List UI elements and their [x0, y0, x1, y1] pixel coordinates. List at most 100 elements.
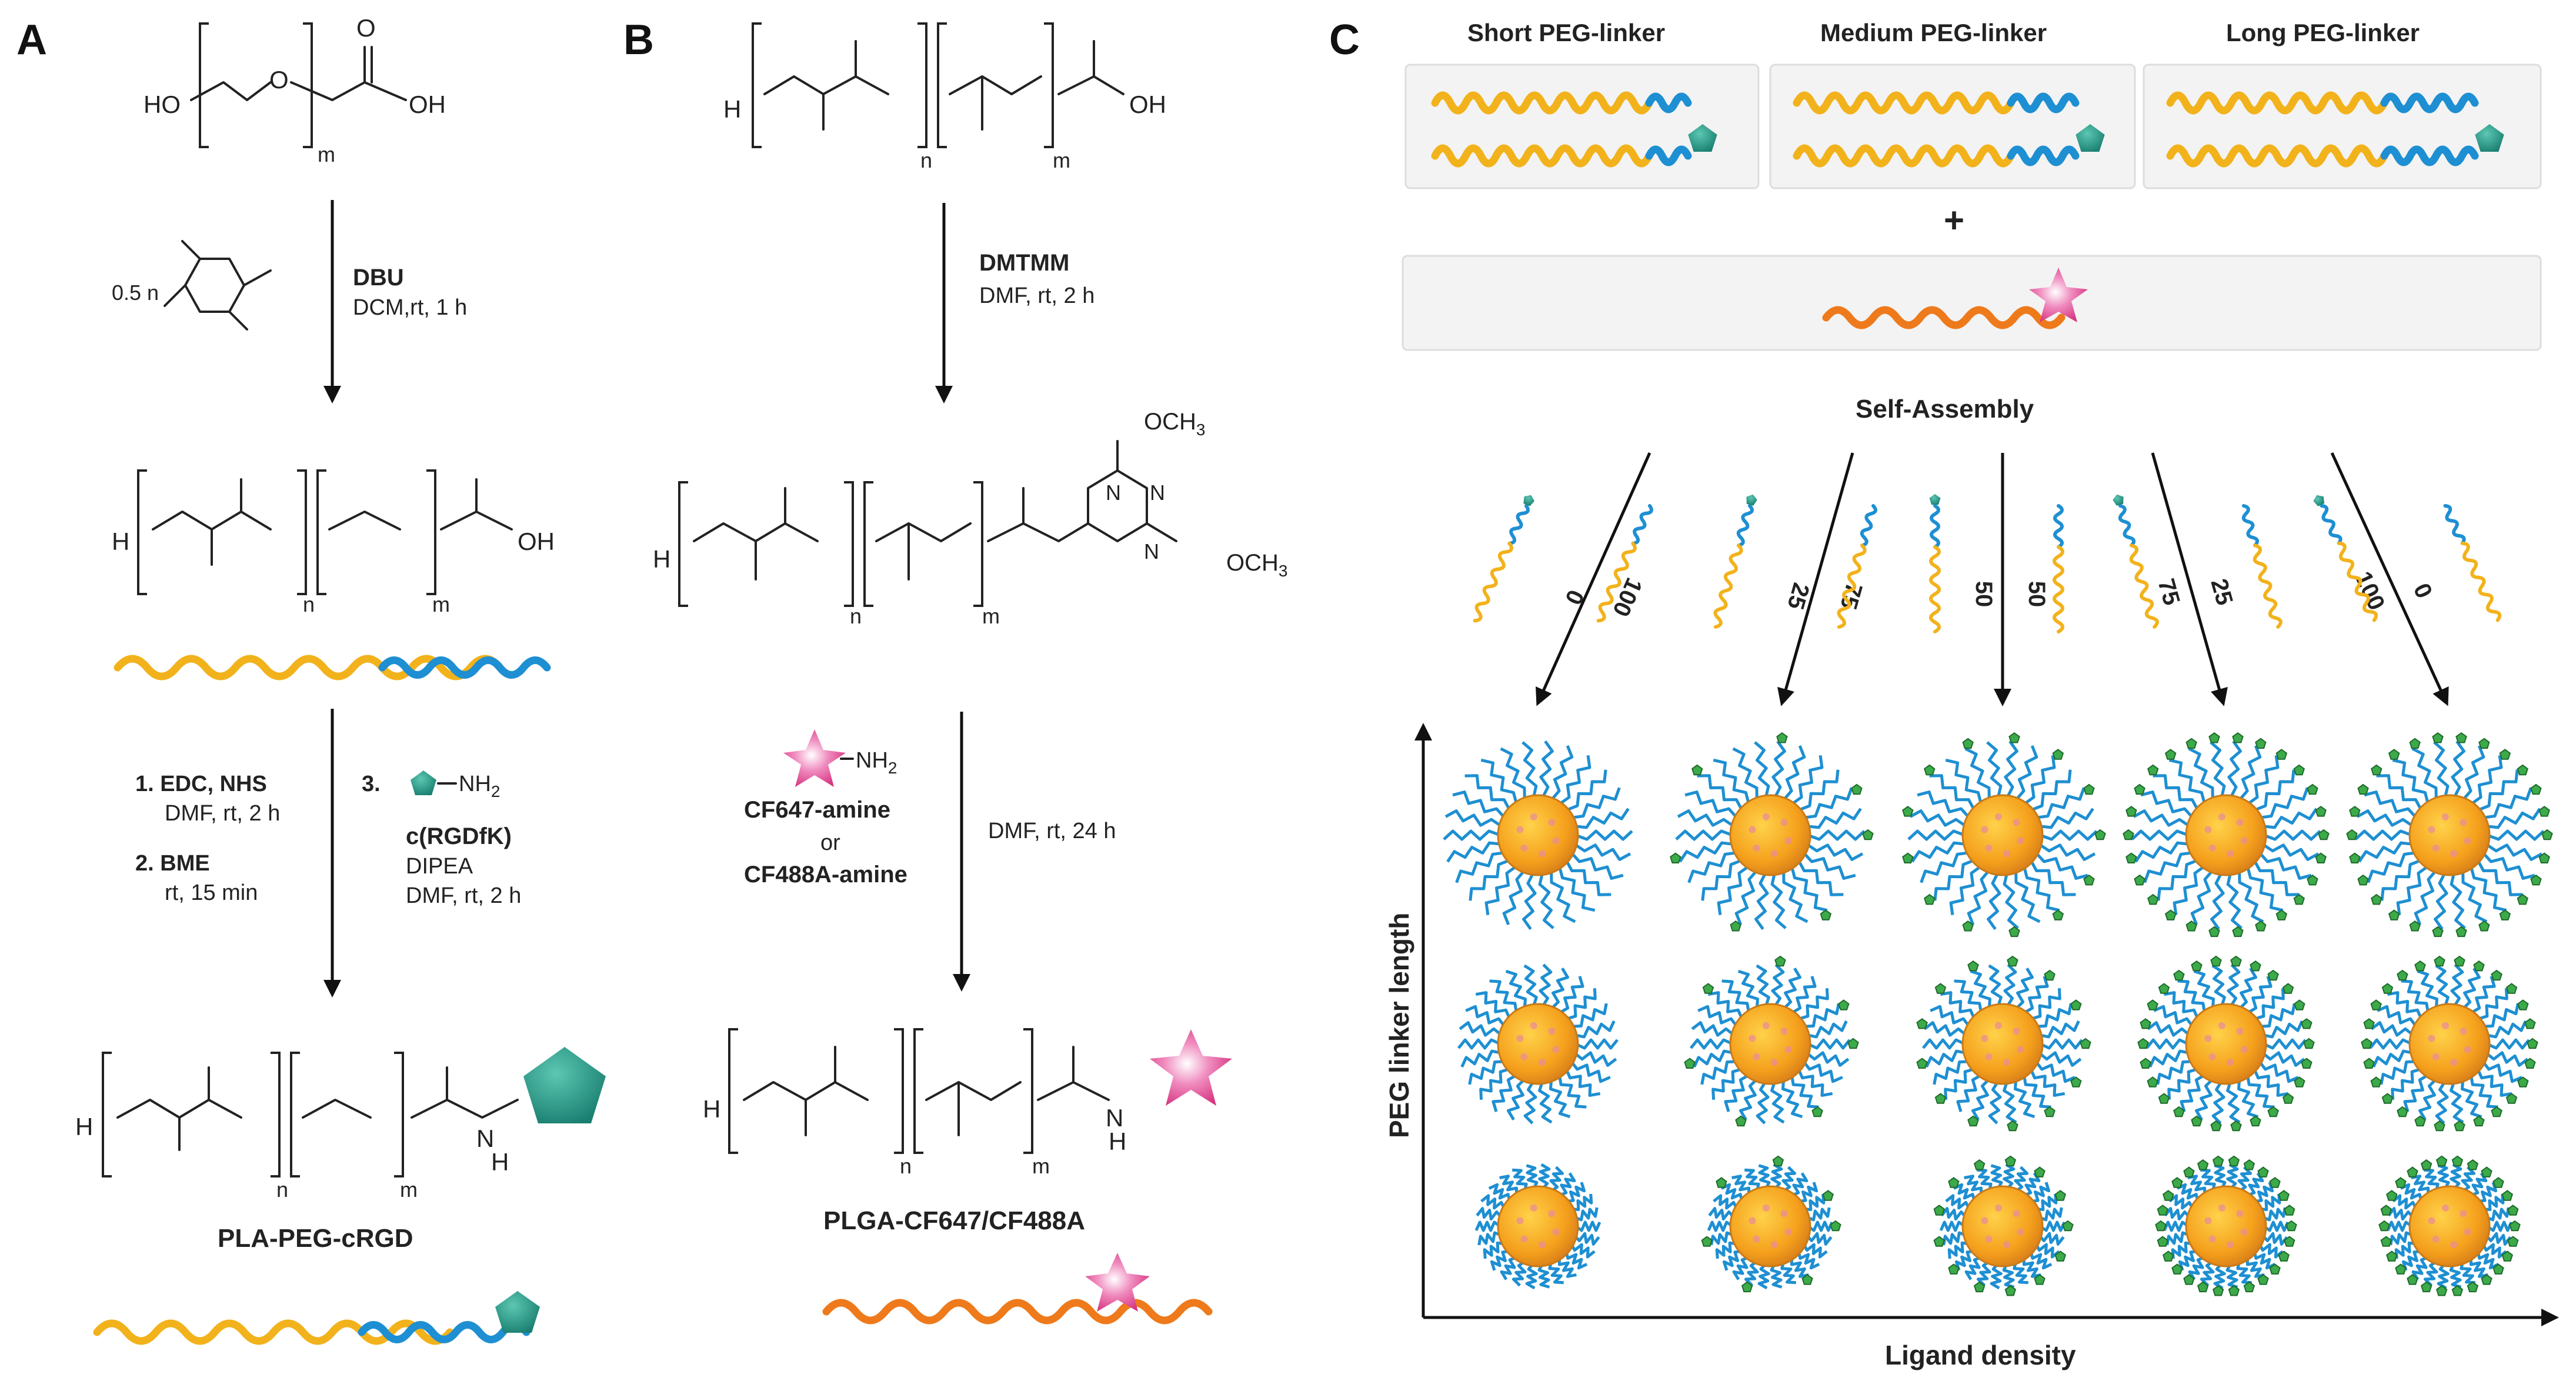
ligand-dot-icon: [2044, 969, 2056, 981]
long-pla-wave: [2166, 144, 2388, 168]
peg-strand: [1490, 1249, 1510, 1271]
peg-strand: [1538, 872, 1554, 929]
ligand-dot-icon: [1670, 852, 1681, 863]
panel-label-c: C: [1329, 16, 1360, 64]
medium-pla-wave: [1793, 144, 2015, 168]
peg-strand: [2247, 976, 2273, 1015]
step-3-amine-text: NH: [459, 772, 491, 796]
peg-strand: [1505, 969, 1527, 1009]
dye-dot: [2240, 1046, 2248, 1053]
dye-dot: [1539, 1059, 1546, 1066]
peg-strand: [1571, 1193, 1593, 1212]
ligand-dot-icon: [2008, 732, 2020, 743]
peg-strand: [1574, 808, 1630, 829]
ligand-dot-icon: [1973, 1281, 1986, 1293]
peg-strand: [1770, 1263, 1783, 1289]
ligand-dot-icon: [2173, 969, 2185, 981]
peg-strand: [1539, 963, 1553, 1008]
structure-pla-peg-crgd: H n m N H: [75, 1047, 606, 1202]
step-bme-conditions: rt, 15 min: [165, 880, 258, 905]
peg-strand: [2238, 745, 2262, 801]
peg-strand: [2156, 1060, 2193, 1085]
plga-wave-b: [822, 1299, 1213, 1325]
peg-strand: [1570, 852, 1624, 880]
peg-strand: [2023, 755, 2056, 806]
ligand-dot-icon: [1948, 1263, 1960, 1275]
peg-strand: [2259, 787, 2309, 819]
ligand-dot-icon: [2395, 1263, 2407, 1275]
peg-strand: [2210, 872, 2225, 930]
ligand-dot-icon: [2395, 1177, 2407, 1188]
long-peg-wave: [2380, 145, 2479, 166]
peg-strand: [2134, 841, 2190, 863]
peg-strand: [1964, 747, 1991, 800]
dye-dot: [2013, 1028, 2020, 1035]
peg-strand: [2013, 1261, 2028, 1285]
ligand-dot-icon: [1934, 1093, 1947, 1104]
peg-strand: [2389, 1231, 2414, 1246]
dye-dot: [2432, 1053, 2440, 1060]
peg-strand: [2253, 769, 2295, 812]
peg-strand: [1782, 870, 1808, 923]
peg-strand: [2226, 872, 2243, 929]
peg-strand: [1717, 865, 1750, 916]
peg-strand: [2450, 1163, 2462, 1190]
dye-dot: [2464, 837, 2471, 845]
peg-strand: [1539, 740, 1554, 799]
peg-strand: [2367, 851, 2417, 883]
ligand-dot-icon: [2284, 1205, 2295, 1216]
peg-strand: [1474, 1220, 1501, 1232]
peg-strand: [2450, 963, 2464, 1008]
ligand-dot-icon: [2315, 852, 2327, 863]
ligand-dot-icon: [2173, 1106, 2185, 1118]
peg-strand: [2481, 852, 2535, 880]
ligand-dot-icon: [2210, 1120, 2222, 1132]
nanoparticle-grid: [1443, 732, 2553, 1296]
x-axis-label: Ligand density: [1885, 1340, 2076, 1370]
triazine-n1: N: [1106, 481, 1121, 505]
peg-strand: [2143, 851, 2193, 883]
ligand-dot-icon: [2230, 955, 2242, 967]
peg-strand: [2188, 1256, 2205, 1280]
ligand-dot-icon: [2370, 999, 2382, 1010]
nanoparticle: [1474, 1163, 1601, 1290]
peg-strand: [1526, 1164, 1539, 1190]
peg-strand: [1791, 976, 1817, 1015]
ligand-dot-icon: [2538, 852, 2550, 863]
ligand-dot-icon: [2451, 1155, 2464, 1167]
ligand-dot-icon: [2125, 806, 2137, 817]
peg-strand: [2258, 852, 2312, 880]
peg-strand: [2039, 1038, 2083, 1050]
peg-strand: [2364, 790, 2418, 819]
ligand-dot-icon: [2388, 749, 2400, 760]
peg-strand: [1990, 1164, 2003, 1190]
dye-dot: [1539, 1241, 1546, 1249]
ligand-dot-icon: [2407, 1274, 2418, 1285]
ligand-dot-icon: [2185, 920, 2197, 932]
ligand-dot-icon: [2481, 1166, 2492, 1177]
peg-strand: [1489, 979, 1519, 1013]
mini-polymer: [1713, 494, 1757, 629]
mini-polymer: [1837, 504, 1877, 629]
ratio-label-left: 0: [1560, 586, 1589, 608]
peg-strand: [2259, 1193, 2281, 1212]
dye-dot: [1753, 1053, 1760, 1060]
peg-strand: [1455, 851, 1505, 883]
dye-dot: [1780, 1028, 1788, 1035]
dye-dot: [1552, 1228, 1560, 1236]
peg-strand: [1693, 1049, 1734, 1068]
peg-strand: [2485, 1020, 2527, 1039]
ligand-dot-icon: [2282, 1093, 2294, 1104]
plga-core: [1729, 794, 1811, 876]
peg-strand: [1806, 1232, 1833, 1246]
ligand-dot-icon: [2243, 1281, 2255, 1293]
peg-strand: [1797, 769, 1840, 812]
ligand-dot-icon: [2524, 1058, 2536, 1069]
ratio-label-right: 100: [1607, 574, 1647, 621]
peg-strand: [1507, 1078, 1526, 1120]
dye-dot: [2208, 844, 2216, 852]
peg-strand: [2460, 1261, 2475, 1285]
ligand-dot-icon: [2269, 1263, 2281, 1275]
peg-strand: [1807, 1038, 1851, 1050]
sm-o-carbonyl: O: [356, 14, 376, 42]
